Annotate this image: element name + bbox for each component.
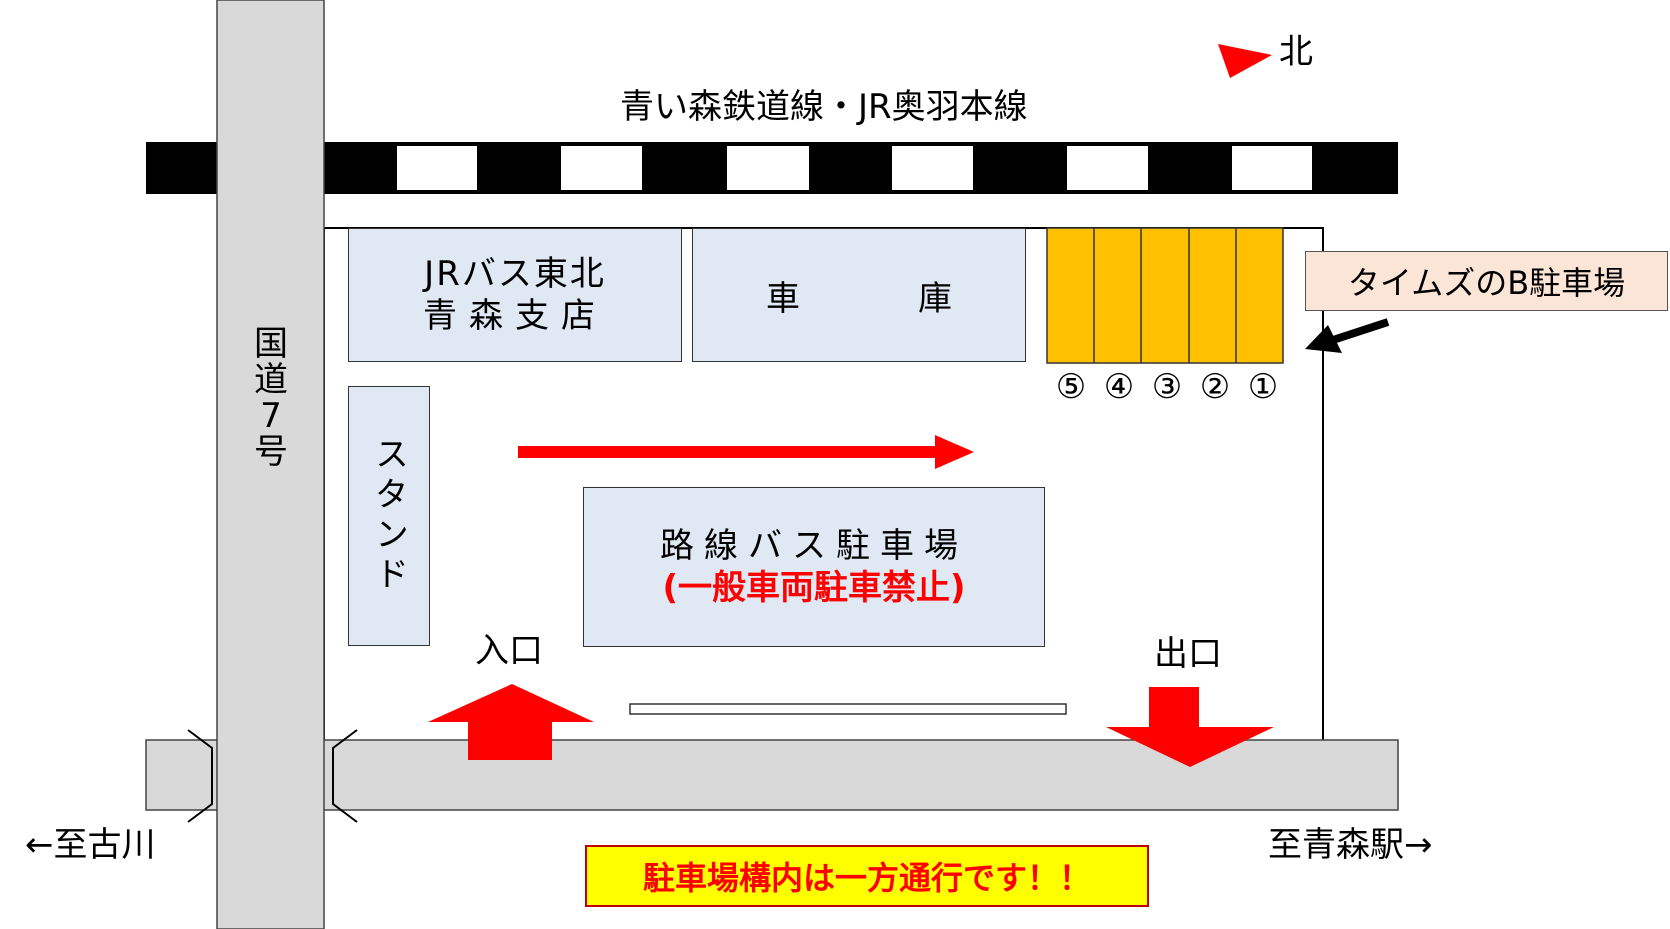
space-number-4: ④ [1103,367,1135,407]
stand-building: スタンド [348,386,430,646]
curb-line [629,703,1067,715]
to-aomori-station-label: 至青森駅→ [1268,825,1433,865]
times-parking-spaces [1046,227,1284,364]
space-number-5: ⑤ [1055,367,1087,407]
bus-parking-label: 路線バス駐車場 [660,526,968,566]
stand-label: スタンド [368,436,409,596]
entrance-label: 入口 [475,631,543,671]
space-number-2: ② [1199,367,1231,407]
jr-bus-office-label-line2: 青森支店 [423,296,607,336]
one-way-flow-arrow [518,435,974,469]
garage-building: 車 庫 [692,228,1026,362]
bridge-marks [187,729,358,823]
callout-pointer-arrow [1305,318,1390,353]
bus-parking-area: 路線バス駐車場 (一般車両駐車禁止) [583,487,1045,647]
jr-bus-office-label-line1: JRバス東北 [424,254,606,294]
north-label: 北 [1279,32,1313,72]
entrance-arrow-icon [428,684,594,760]
north-marker-icon [1218,44,1272,78]
to-furukawa-label: ←至古川 [25,825,156,865]
national-road-7 [216,0,325,929]
garage-label-left: 車 [766,278,800,319]
exit-label: 出口 [1154,634,1222,674]
jr-bus-office-building: JRバス東北 青森支店 [348,228,682,362]
exit-arrow-icon [1106,687,1274,767]
times-parking-callout: タイムズのB駐車場 [1305,251,1668,311]
space-number-1: ① [1247,367,1279,407]
space-number-3: ③ [1151,367,1183,407]
parking-space-numbers: ⑤ ④ ③ ② ① [1047,367,1287,407]
bus-parking-restriction: (一般車両駐車禁止) [662,568,966,608]
railway-track [146,142,1398,194]
garage-label-right: 庫 [918,278,952,319]
national-road-label: 国 道 7 号 [254,324,288,472]
railway-label: 青い森鉄道線・JR奥羽本線 [620,87,1028,127]
one-way-notice: 駐車場構内は一方通行です！！ [585,845,1149,907]
